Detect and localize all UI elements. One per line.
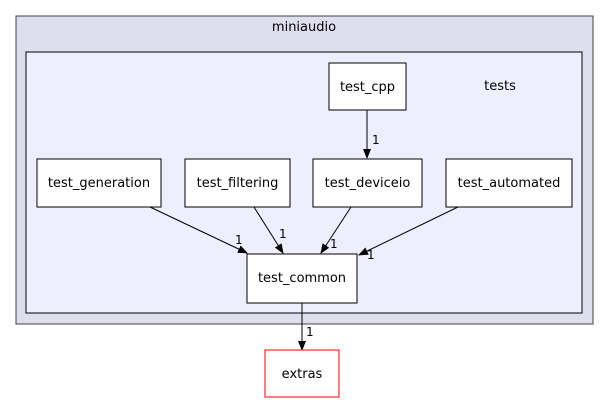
node-extras[interactable]: extras <box>264 349 340 398</box>
node-test_filtering[interactable]: test_filtering <box>184 158 291 208</box>
edge-label: 1 <box>372 133 380 147</box>
edge-label: 1 <box>279 227 287 241</box>
node-label: test_generation <box>48 176 150 191</box>
node-label: test_common <box>258 271 346 286</box>
node-test_common[interactable]: test_common <box>246 253 358 304</box>
edge-label: 1 <box>235 233 243 247</box>
node-label: test_automated <box>458 176 561 191</box>
node-label: extras <box>282 367 323 382</box>
cluster-tests-label: tests <box>484 79 516 94</box>
edge-label: 1 <box>330 237 338 251</box>
edges: 1 1 1 1 1 1 <box>149 110 459 351</box>
edge-test_generation-test_common <box>149 206 248 254</box>
edge-test_deviceio-test_common <box>320 206 352 254</box>
node-test_generation[interactable]: test_generation <box>36 158 162 208</box>
edge-test_filtering-test_common <box>253 206 284 254</box>
edge-label: 1 <box>306 325 314 339</box>
node-label: test_deviceio <box>325 176 411 191</box>
node-test_automated[interactable]: test_automated <box>445 158 573 208</box>
node-label: test_filtering <box>197 176 279 191</box>
node-test_deviceio[interactable]: test_deviceio <box>312 158 423 208</box>
node-label: test_cpp <box>340 80 395 95</box>
cluster-miniaudio-label: miniaudio <box>272 20 336 35</box>
edge-label: 1 <box>367 248 375 262</box>
node-test_cpp[interactable]: test_cpp <box>328 62 407 111</box>
edge-test_automated-test_common <box>358 206 459 256</box>
